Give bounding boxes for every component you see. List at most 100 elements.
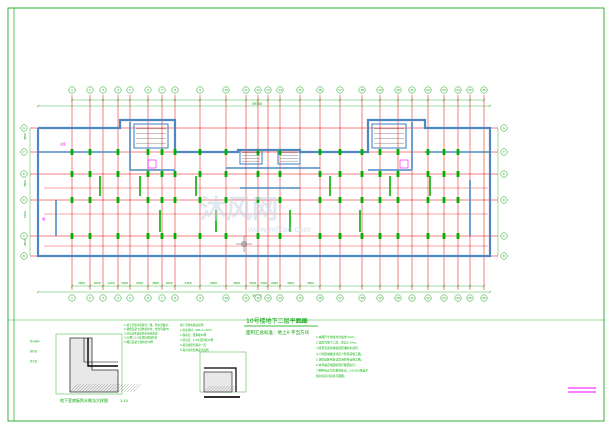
detail-left-hatch — [120, 383, 130, 393]
axis-bubble-top — [296, 86, 304, 94]
detail-left-hatch — [75, 383, 85, 393]
column — [198, 233, 202, 239]
axis-bubble-bottom — [68, 294, 76, 302]
detail-mid-hatch — [215, 385, 223, 393]
axis-bubble-top — [454, 86, 462, 94]
axis-bubble-top — [408, 86, 416, 94]
bottom-dim-1: 3600 — [94, 281, 101, 285]
axis-bubble-left — [20, 170, 28, 178]
axis-bubble-bottom-label: 1 — [71, 296, 73, 300]
axis-bubble-bottom-label: 19 — [378, 296, 382, 300]
detail-left-hatch — [132, 383, 142, 393]
column — [318, 233, 322, 239]
column — [442, 149, 446, 155]
axis-bubble-bottom-label: 17 — [338, 296, 342, 300]
column — [224, 149, 228, 155]
column — [426, 233, 430, 239]
axis-bubble-bottom-label: 18 — [360, 296, 364, 300]
dim-tick — [396, 98, 400, 102]
axis-bubble-top-label: 25 — [468, 88, 472, 92]
dim-tick — [244, 98, 248, 102]
axis-bubble-top-label: 24 — [456, 88, 460, 92]
dim-tick — [468, 284, 472, 288]
axis-bubble-top — [222, 86, 230, 94]
axis-bubble-bottom-label: 12 — [256, 296, 260, 300]
dim-tick — [456, 284, 460, 288]
bottom-dim-12: 2400 — [271, 281, 278, 285]
detail-left-hatch — [99, 383, 109, 393]
column — [256, 197, 260, 203]
notes-left-block: 1.地下室防水等级为一级，防水层做法：2.钢筋混凝土结构自防水，抗渗等级P83.… — [124, 323, 171, 344]
axis-bubble-bottom — [254, 294, 262, 302]
notes-right-block: 1.本图尺寸单位均为毫米(mm)。2.本层为地下二层，层高3.30m。3.所有管… — [316, 335, 368, 378]
dim-tick — [70, 98, 74, 102]
dim-tick — [173, 284, 177, 288]
detail-left-protect — [83, 338, 118, 363]
notes-mid-line-3: 3.找平层：1:3水泥砂浆20厚 — [180, 338, 214, 342]
axis-bubble-bottom-label: 26 — [482, 296, 486, 300]
axis-bubble-bottom-label: 2 — [89, 296, 91, 300]
axis-bubble-bottom-label: 6 — [147, 296, 149, 300]
axis-bubble-left-label: B — [23, 254, 25, 258]
axis-bubble-top-label: 15 — [298, 88, 302, 92]
dim-tick — [266, 284, 270, 288]
axis-bubble-top-label: 8 — [174, 88, 176, 92]
axis-bubble-top — [196, 86, 204, 94]
dim-tick — [426, 284, 430, 288]
notes-left-line-1: 2.钢筋混凝土结构自防水，抗渗等级P8 — [124, 327, 169, 331]
column — [198, 171, 202, 177]
axis-bubble-top — [114, 86, 122, 94]
dim-tick — [70, 284, 74, 288]
axis-bubble-bottom — [316, 294, 324, 302]
center-core-b — [277, 149, 301, 165]
bottom-dim-14: 3600 — [307, 281, 314, 285]
axis-bubble-top — [264, 86, 272, 94]
stair-core-layer: 主卧储 — [42, 123, 409, 221]
bottom-dim-11: 3300 — [260, 281, 267, 285]
detail-mid-hatch — [218, 385, 226, 393]
axis-bubble-bottom-label: 24 — [456, 296, 460, 300]
axis-bubble-bottom — [296, 294, 304, 302]
detail-left-hatch — [96, 383, 106, 393]
column — [396, 233, 400, 239]
column — [224, 171, 228, 177]
column — [146, 197, 150, 203]
dim-tick — [378, 98, 382, 102]
column — [360, 171, 364, 177]
column — [198, 197, 202, 203]
detail-left-hatch — [114, 383, 124, 393]
column — [318, 197, 322, 203]
left-shaft — [147, 159, 157, 169]
dim-tick — [88, 284, 92, 288]
detail-left-hatch — [69, 383, 79, 393]
detail-mid-scalebar — [204, 396, 240, 398]
column — [173, 149, 177, 155]
notes-right-line-1: 2.本层为地下二层，层高3.30m。 — [316, 341, 358, 345]
axis-bubble-bottom — [394, 294, 402, 302]
axis-bubble-bottom — [466, 294, 474, 302]
axis-bubble-top-label: 18 — [360, 88, 364, 92]
column — [426, 171, 430, 177]
dim-tick — [88, 98, 92, 102]
axis-bubble-bottom — [158, 294, 166, 302]
axis-bubble-bottom-label: 5 — [129, 296, 131, 300]
bottom-dim-4: 2400 — [136, 281, 143, 285]
axis-bubble-left — [20, 232, 28, 240]
detail-left-hatch — [123, 383, 133, 393]
bottom-dim-6: 2600 — [166, 281, 173, 285]
column — [396, 171, 400, 177]
left-dim-1: 3800 — [23, 180, 27, 187]
dim-tick — [360, 284, 364, 288]
bottom-dim-10: 2400 — [249, 281, 256, 285]
bottom-dim-13: 3600 — [287, 281, 294, 285]
column — [116, 197, 120, 203]
notes-right-line-0: 1.本图尺寸单位均为毫米(mm)。 — [316, 335, 357, 339]
axis-bubble-bottom — [144, 294, 152, 302]
axis-bubble-bottom-label: 3 — [102, 296, 104, 300]
column — [256, 149, 260, 155]
detail-mid-hatch — [203, 385, 211, 393]
detail-mid-hatch — [206, 385, 214, 393]
dim-tick — [146, 98, 150, 102]
column — [70, 233, 74, 239]
dim-tick — [128, 284, 132, 288]
